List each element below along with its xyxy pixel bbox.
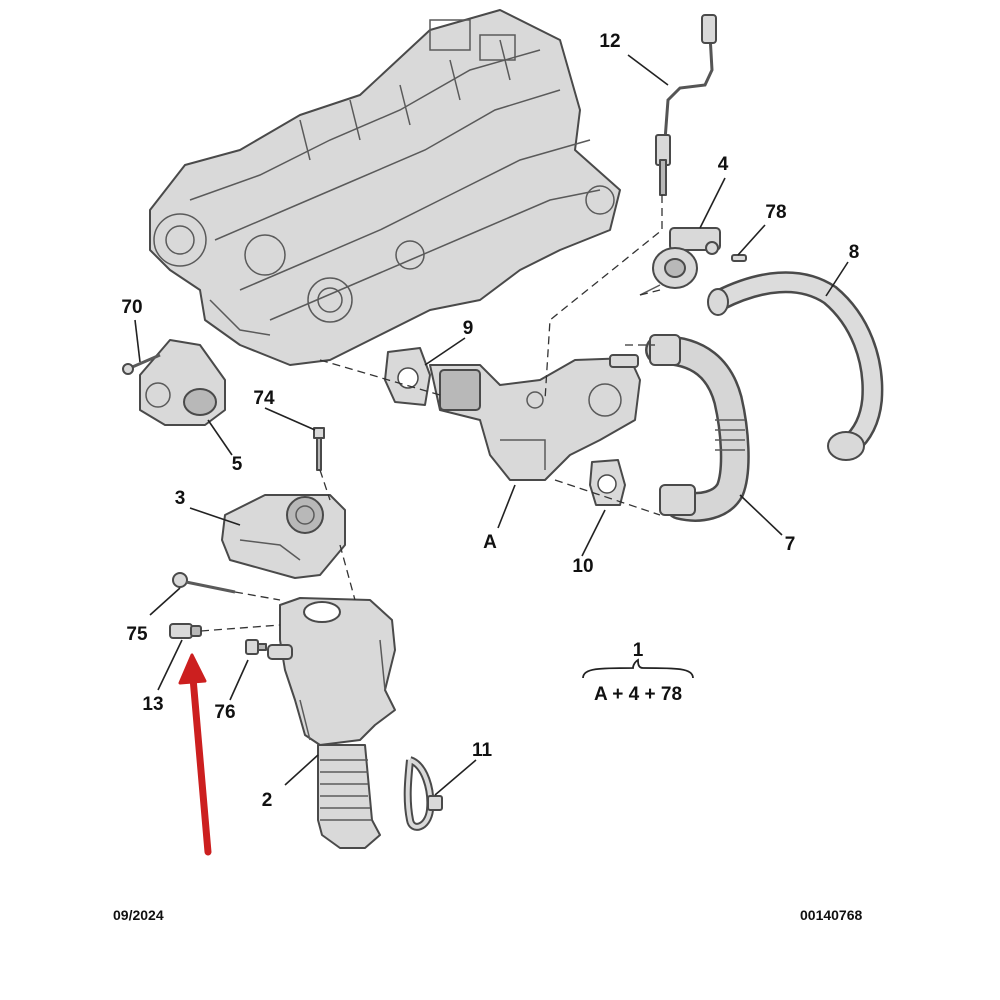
callout-11: 11 [472, 740, 493, 761]
screw-part-70 [122, 353, 161, 375]
gasket-part-9 [384, 347, 431, 406]
formula-total-label: 1 [633, 640, 644, 661]
highlight-arrow [178, 653, 212, 856]
assembly-formula: 1 A + 4 + 78 [582, 640, 694, 705]
callout-75: 75 [126, 624, 148, 645]
callout-78: 78 [765, 202, 786, 223]
callout-2: 2 [262, 790, 273, 811]
egr-actuator-part-4 [639, 227, 721, 296]
callout-3: 3 [175, 488, 186, 509]
assembly-dashed-lines [200, 195, 663, 632]
screw-part-78 [731, 254, 747, 262]
callout-10: 10 [572, 556, 593, 577]
clamp-part-11 [403, 756, 443, 831]
sensor-part-13 [169, 623, 202, 639]
callout-12: 12 [599, 31, 620, 52]
callout-9: 9 [463, 318, 474, 339]
callout-8: 8 [849, 242, 860, 263]
long-bolt-part-75 [172, 572, 236, 594]
footer-reference: 00140768 [800, 907, 863, 923]
leader-lines [134, 54, 849, 796]
bolt-part-76 [245, 639, 267, 655]
hose-part-8 [707, 271, 884, 461]
engine-block-illustration [149, 9, 621, 366]
temperature-sensor-part-12 [655, 14, 717, 196]
formula-components: A + 4 + 78 [594, 684, 682, 705]
stud-bolt-part-74 [313, 427, 325, 471]
footer-date: 09/2024 [113, 907, 164, 923]
gasket-part-10 [589, 459, 626, 506]
callout-7: 7 [785, 534, 796, 555]
callout-a: A [483, 532, 497, 553]
callout-70: 70 [121, 297, 142, 318]
callout-5: 5 [232, 454, 243, 475]
valve-unit-part-5 [139, 339, 226, 426]
callout-labels: 12 4 78 8 70 9 74 5 3 A 10 7 75 13 76 2 … [121, 31, 859, 811]
callout-4: 4 [718, 154, 729, 175]
egr-cooler-part-2 [267, 597, 396, 849]
callout-74: 74 [253, 388, 275, 409]
throttle-body-part-3 [221, 494, 346, 579]
callout-76: 76 [214, 702, 235, 723]
egr-pipe-part-7 [645, 334, 750, 522]
egr-valve-body-part-a [429, 354, 641, 481]
callout-13: 13 [142, 694, 163, 715]
